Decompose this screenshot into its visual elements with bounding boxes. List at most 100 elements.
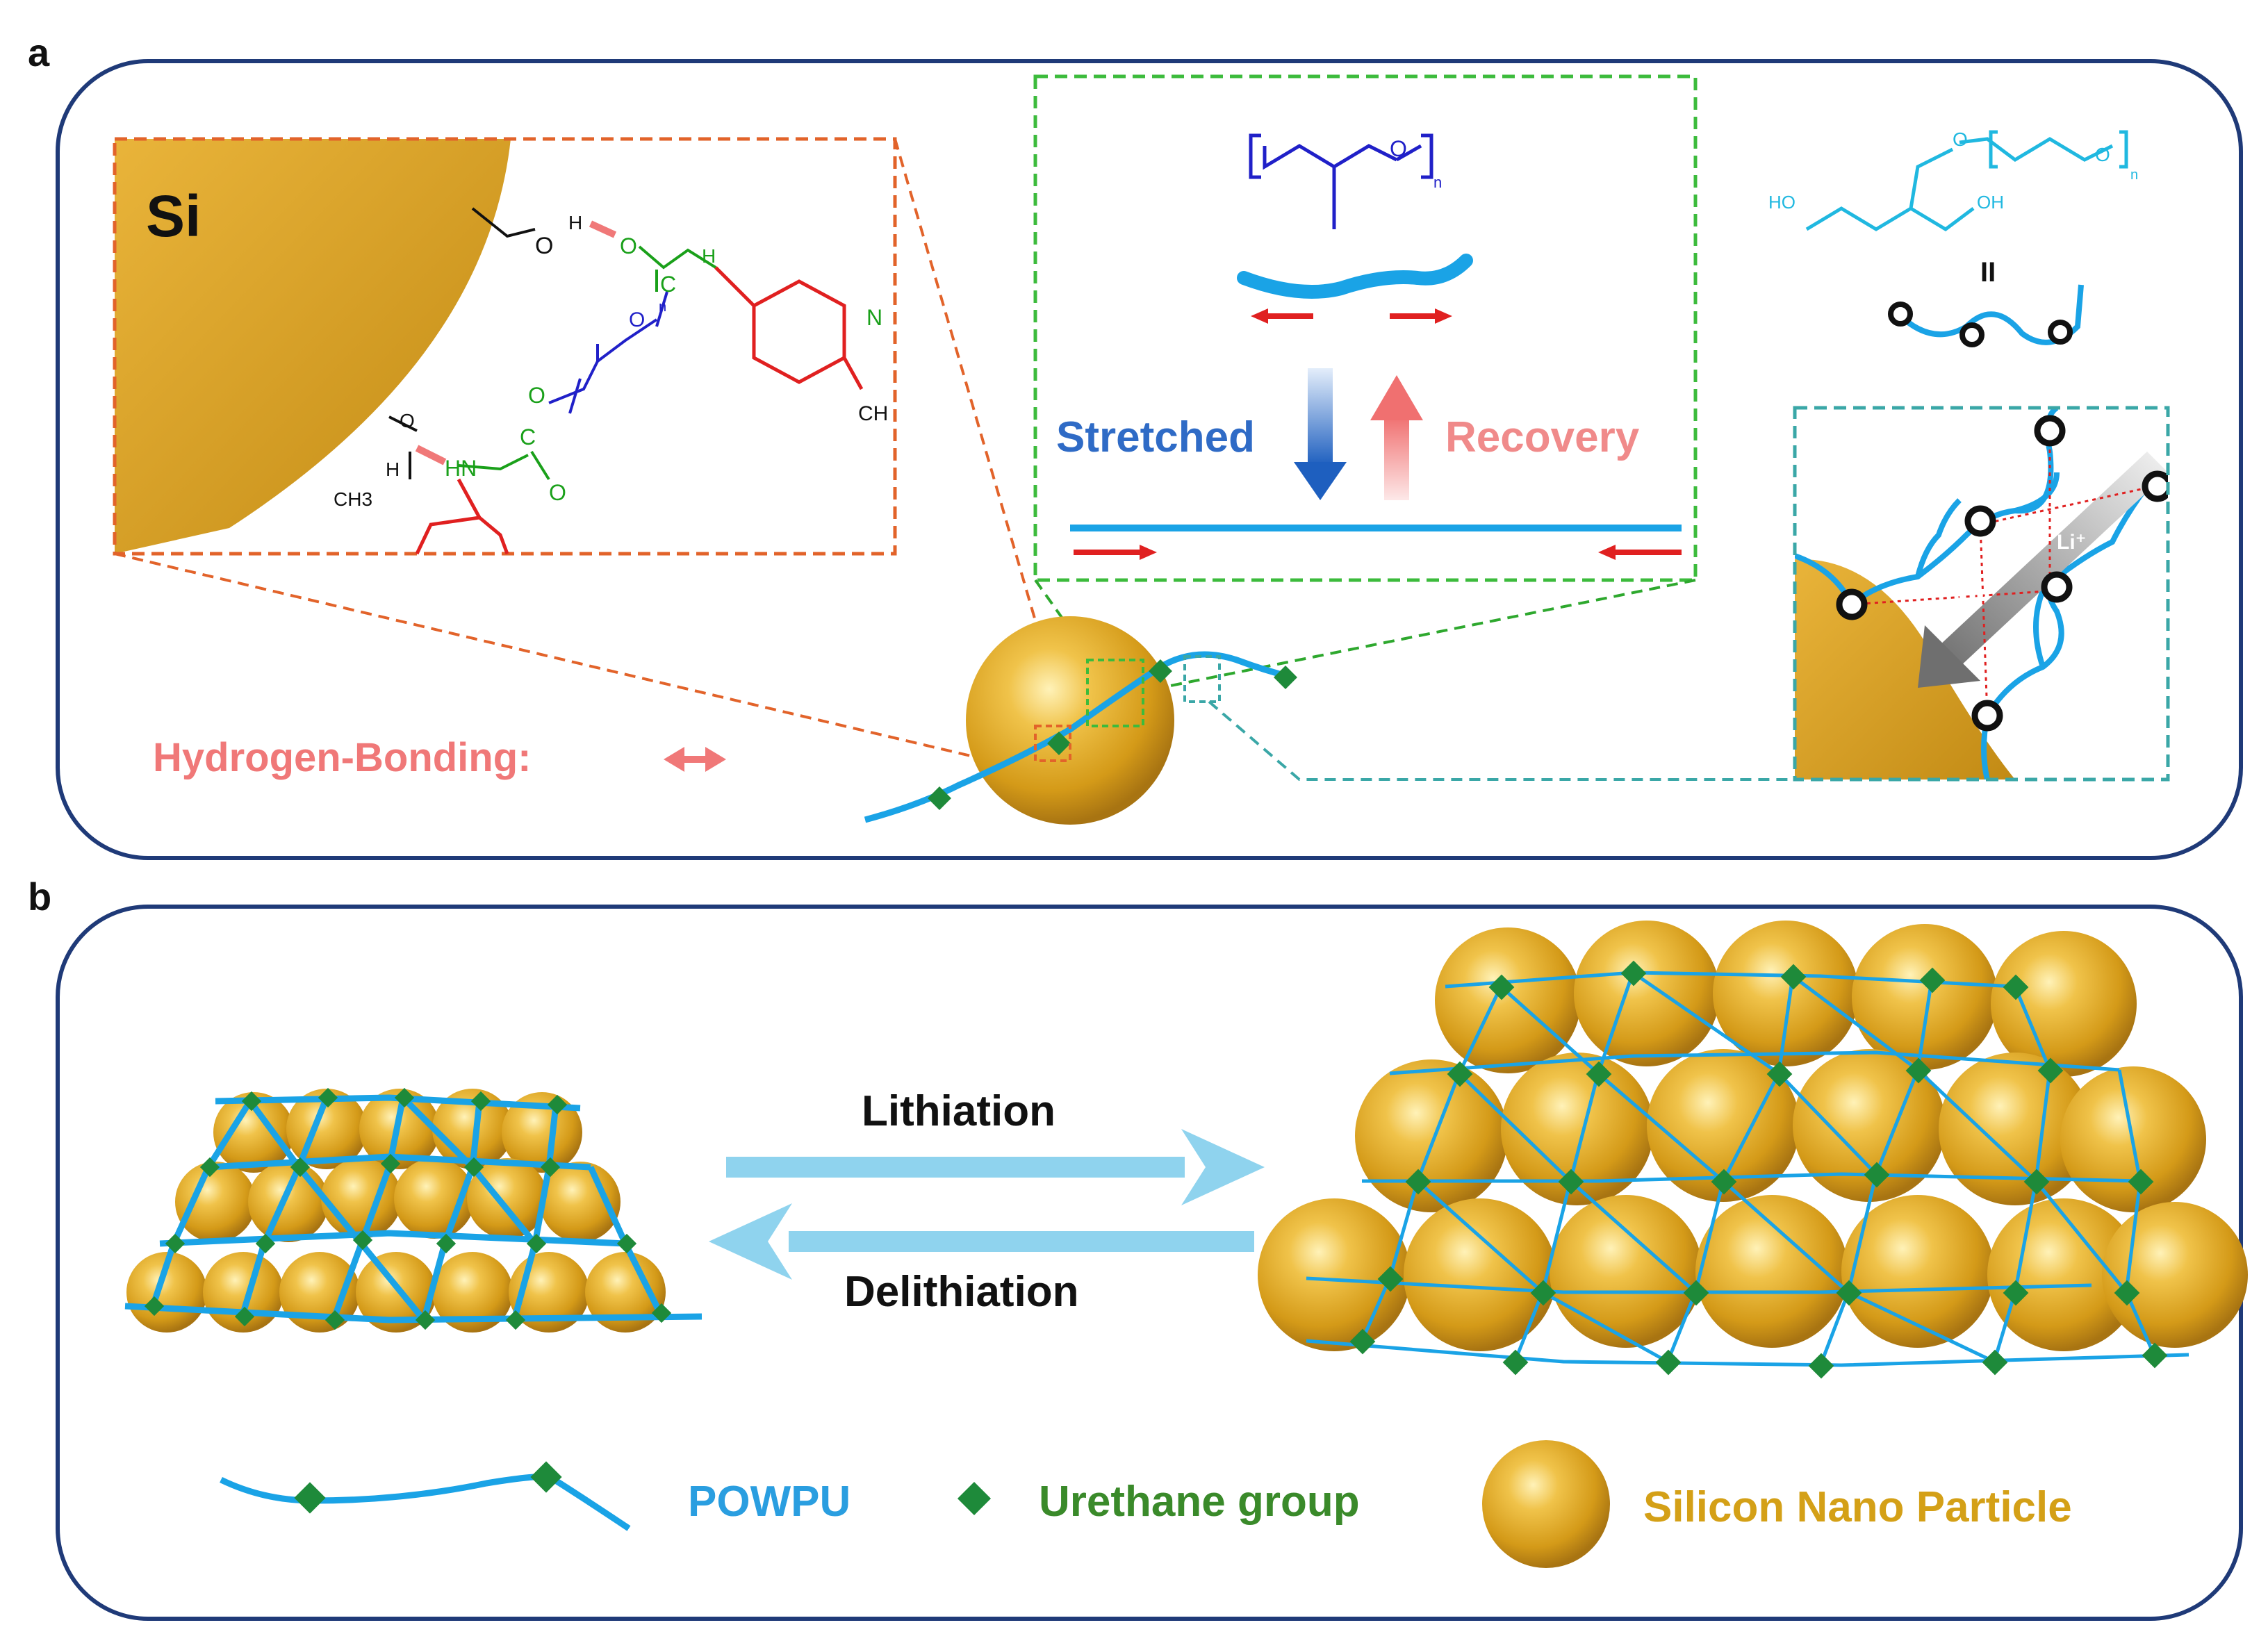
oxygen-ring: [1964, 505, 1996, 537]
urethane-bonds: [458, 245, 717, 481]
urethane-group: [526, 1233, 547, 1254]
legend-polymer-chain: [220, 1473, 631, 1531]
urethane-group: [1864, 1162, 1890, 1188]
atom-peg-n: n: [2130, 167, 2138, 183]
urethane-group: [463, 1157, 484, 1178]
legend-powpu: POWPU: [688, 1478, 850, 1526]
silicon-particle: [502, 1092, 582, 1173]
urethane-group: [1905, 1057, 1932, 1084]
peg-structure: O O n HO OH II: [1768, 129, 2138, 347]
urethane-groups: [1349, 960, 2168, 1379]
urethane-group: [1620, 960, 1647, 987]
silicon-particle: [432, 1252, 513, 1333]
urethane-group: [1586, 1061, 1612, 1087]
atom-o-carbonyl-bot: O: [549, 480, 566, 505]
legend-silicon: Silicon Nano Particle: [1643, 1483, 2072, 1531]
atom-peg-o2: O: [2095, 144, 2110, 165]
oxygen-ring: [2142, 470, 2168, 502]
oxygen-ring: [2048, 320, 2073, 345]
atom-o-mid: O: [629, 308, 645, 331]
silicon-particle: [467, 1158, 548, 1239]
hbond-marker-left: [415, 445, 447, 465]
central-particle: [864, 616, 1297, 825]
silicon-particle: [1258, 1198, 1411, 1351]
atom-ho: HO: [1768, 192, 1796, 213]
extend-arrows: [1074, 545, 1682, 560]
silicon-particle: [1793, 1049, 1946, 1202]
silicon-particle: [1939, 1053, 2092, 1205]
expanded-cluster: [1258, 921, 2248, 1379]
silicon-particle: [175, 1162, 256, 1242]
urethane-group: [616, 1233, 637, 1254]
urethane-group: [1149, 659, 1172, 683]
urethane-group: [530, 1461, 562, 1493]
silicon-particle: [1435, 927, 1581, 1073]
coordination-lines: [1851, 434, 2155, 716]
silicon-particle: [1841, 1195, 1994, 1348]
urethane-group: [1683, 1280, 1709, 1306]
oxygen-ring: [2034, 415, 2066, 447]
urethane-group: [470, 1091, 491, 1112]
panel-a-frame: [56, 59, 2243, 860]
stretch-inset-frame: [1033, 74, 1698, 582]
oxygen-ring: [1836, 588, 1868, 620]
polyether-segment: [548, 291, 668, 414]
atom-oh: OH: [1977, 192, 2004, 213]
urethane-group: [234, 1306, 255, 1327]
silicon-particle: [213, 1092, 294, 1173]
atom-ch-right: CH: [858, 402, 888, 425]
coiled-chain: [1237, 254, 1473, 299]
hbond-label: Hydrogen-Bonding:: [153, 735, 531, 780]
urethane-group: [1836, 1280, 1862, 1306]
urethane-group: [294, 1482, 326, 1514]
atom-peg-o1: O: [1953, 129, 1968, 150]
zoom-box-teal: [1183, 655, 1221, 703]
li-hop-path: [1918, 452, 2168, 688]
teal-zoom-line: [1208, 700, 1795, 781]
urethane-group: [1377, 1266, 1404, 1292]
urethane-group: [2128, 1169, 2154, 1195]
equals-sign: II: [1980, 257, 1996, 288]
silicon-particle: [1355, 1059, 1508, 1212]
atom-o-ester: O: [528, 383, 545, 408]
panel-a-label: a: [28, 31, 50, 74]
atom-c-mid: C: [520, 424, 536, 449]
atom-n-sub: n: [659, 299, 666, 315]
urethane-group: [318, 1087, 338, 1108]
urethane-group: [199, 1157, 220, 1178]
silicon-particle: [966, 616, 1174, 825]
urethane-group: [1780, 964, 1807, 990]
si-surface: [115, 139, 511, 554]
urethane-group: [1405, 1169, 1431, 1195]
urethane-group: [1488, 974, 1515, 1000]
oxygen-ring: [2041, 571, 2073, 603]
urethane-group: [547, 1094, 568, 1115]
li-transport-inset: Li⁺ Li⁺: [1793, 406, 2170, 782]
silicon-particle: [585, 1252, 666, 1333]
urethane-group: [144, 1296, 165, 1317]
atom-ch3: CH3: [334, 488, 372, 510]
silicon-particle: [1695, 1195, 1848, 1348]
particle-layer: [1258, 921, 2248, 1351]
atom-c-top: C: [660, 272, 676, 297]
hbond-inset-frame: [113, 137, 897, 556]
li-ion-label: Li⁺: [2057, 531, 2087, 554]
silicon-particle: [248, 1162, 329, 1242]
silicon-particle: [1713, 921, 1859, 1066]
hbond-marker-top: [589, 220, 617, 238]
urethane-group: [324, 1310, 345, 1330]
urethane-group: [2003, 974, 2029, 1000]
oxygen-ring: [1959, 322, 1984, 347]
atom-o-carbonyl-top: O: [620, 233, 637, 258]
urethane-group: [928, 786, 951, 810]
urethane-group: [1047, 732, 1071, 755]
aromatic-ring-right: [714, 266, 864, 390]
atom-poly-o: O: [1390, 136, 1407, 161]
urethane-group: [2142, 1342, 2168, 1369]
stretched-arrow: [1294, 368, 1347, 500]
silicon-particle: [1501, 1053, 1654, 1205]
atom-h-nh-top: H: [702, 245, 716, 267]
urethane-group: [394, 1087, 415, 1108]
silicon-particle: [1404, 1198, 1556, 1351]
